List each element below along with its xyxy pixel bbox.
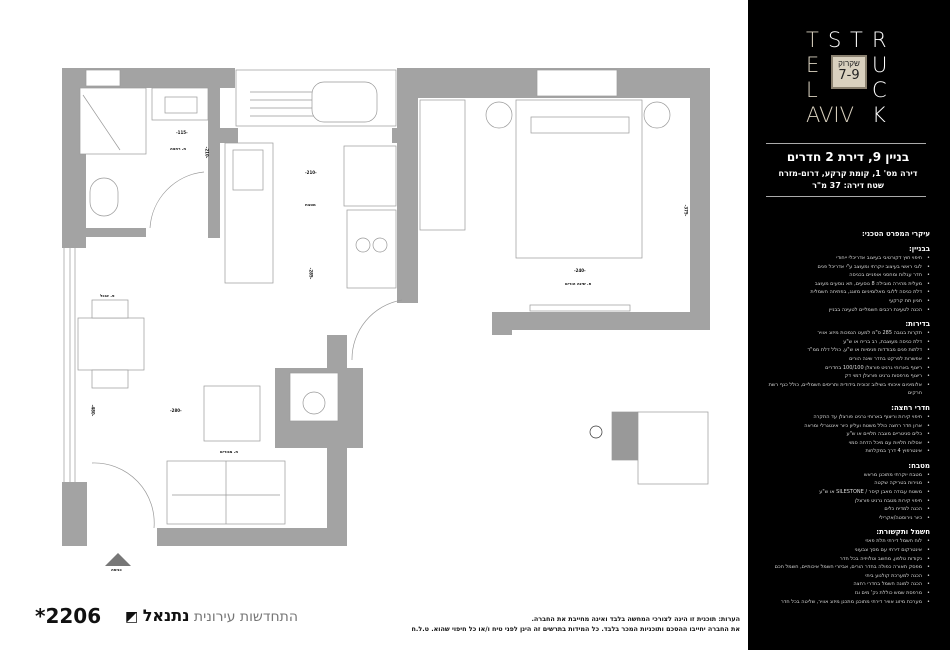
spec-item: מגירות בטריקה שקטה [755,479,930,488]
spec-item: הכנה למונה חשמל בחדרי רחצה [755,580,930,589]
room-dim-vertical: -285- [308,267,314,280]
divider [766,196,926,197]
spec-item: מעלית מהירה מובילה 8 נוסעים, תא נוסעים מ… [755,280,930,289]
divider [766,143,926,144]
plan-code: *2206 [35,604,102,628]
room-dim-vertical: -480- [90,404,96,417]
spec-item: ריצוף בארוחי גרניט פורצלן 100/100 בחדרים [755,364,930,373]
spec-item: הכנה למדיח כלים [755,505,930,514]
floor-plan [62,68,710,566]
spec-item: תקרות בגובה 285 ס"מ למעט הנמכות מיזוג או… [755,329,930,338]
disclaimer: הערות: תוכנית זו הינה לצורכי המחשה בלבד … [340,614,740,634]
spec-item: מערכת מיזוג אוויר דירתי מתוכנן מתכנן מיז… [755,598,930,607]
room-dim-vertical: -210- [204,146,210,159]
spec-item: הכנה לטעינת רכבים חשמליים לטעינה בבניין [755,306,930,315]
spec-item: דלת כניסה מעוצבת, רב בריח או ש"ע [755,338,930,347]
spec-section-heading: בדירות: [905,320,930,329]
apartment-area: שטח דירה: 37 מ"ר [812,181,884,190]
spec-item: נקודות טלפון, מחשב וטלויזיה בכל חדר [755,555,930,564]
spec-item: ארון חדר רחצה כולל משטח ועליון כיור אינט… [755,422,930,431]
spec-section-heading: חשמל ותקשורת: [876,528,930,537]
entrance-label: כניסה [111,567,122,572]
building-icon: ◩ [125,609,139,625]
spec-item: הכנה למערכת קולנוע ביתי [755,572,930,581]
entrance-arrow-icon [105,553,131,566]
spec-list: עיקרי המפרט הטכני: בבניין:חיפוי חוץ דקור… [755,224,930,606]
spec-item: כיור נירוסטה/אקרילי [755,514,930,523]
spec-heading: עיקרי המפרט הטכני: [861,230,930,238]
spec-item: אפשרות לפרקט בחדר שינה הורים [755,355,930,364]
spec-item: מרפסת שמש כוללת נק' מים וגז [755,589,930,598]
spec-item: לובי ראשי בעיצוב יוקרתי ומעוצב ע"י אדריכ… [755,263,931,272]
room-label-bedroom: ח. שינה הורים [565,281,592,286]
spec-section-heading: חדרי רחצה: [891,403,930,412]
spec-item: דלתות פנים מבודדות פנימיות או ש"ע, כולל … [755,346,930,355]
brand-tagline: התחדשות עירונית [193,609,298,625]
spec-section-heading: מטבח: [908,461,930,470]
spec-item: חיפוי קירות מטבח גרניט פורצלן [755,497,930,506]
spec-item: לוח חשמל דירתי תלת פאזי [755,537,930,546]
spec-item: חיפוי קירות וריצוף בארוחי גרניט פורצלן ע… [755,413,930,422]
spec-item: חדר עגלות ומחסני אופניים בכניסה [755,271,930,280]
developer-logo: התחדשות עירונית נתנאל ◩ [125,606,298,625]
disclaimer-line: הערות: תוכנית זו הינה לצורכי המחשה בלבד … [531,615,740,623]
room-dim-vertical: -375- [683,204,689,217]
spec-item: דלת כניסה ללובי מאלומיניום מזוגג, בפתיחה… [755,288,930,297]
spec-item: ריצוף מרפסות גרניט פורצלן דמוי דק [755,372,930,381]
room-dim: -280- [170,408,182,413]
spec-item: אסלות תלויות עם מיכל הדחה סמוי [755,439,930,448]
apartment-details: דירה מס' 1, קומת קרקע, דרום-מזרח [778,169,918,178]
spec-item: חניון תת קרקעי [755,297,930,306]
spec-item: כלים סניטריים מוגבה תלויים או ש"ע [755,430,930,439]
spec-section-heading: בבניין: [908,245,930,253]
room-label-kitchen: מטבח [305,202,316,207]
room-dim: -210- [305,170,317,175]
room-dim: -115- [176,130,188,135]
brand-name: נתנאל [142,606,190,625]
room-label-dining: פ. אוכל [100,293,115,298]
spec-item: משטח עבודה מאבן קיסר / SILESTONE או ש"ע [755,488,930,497]
spec-item: אינטרקום דירתי עם מסך צבעוני [755,546,930,555]
room-label-bathroom: ח. רחצה [170,146,187,151]
spec-item: אינטרפוץ 4 דרך במקלחות [755,447,930,456]
spec-item: אלומיניום איכותי בשילוב זכוכית בידודית ו… [755,381,930,398]
room-label-living: ח. מגורים [220,449,239,454]
disclaimer-line: את החברה יחייבו ההסכם ותוכניות המכר בלבד… [411,625,740,633]
spec-item: מטבח יוקרתי מתוכנן מראש [755,471,930,480]
spec-item: חיפוי חוץ דקורטיבי בעיצוב אדריכלי ייחודי [755,254,930,263]
spec-item: מפסק תאורה כפולה בחדר הורים, אביזרי חשמל… [755,563,930,572]
room-dim: -240- [574,268,586,273]
apartment-title: בניין 9, דירת 2 חדרים [786,150,910,164]
